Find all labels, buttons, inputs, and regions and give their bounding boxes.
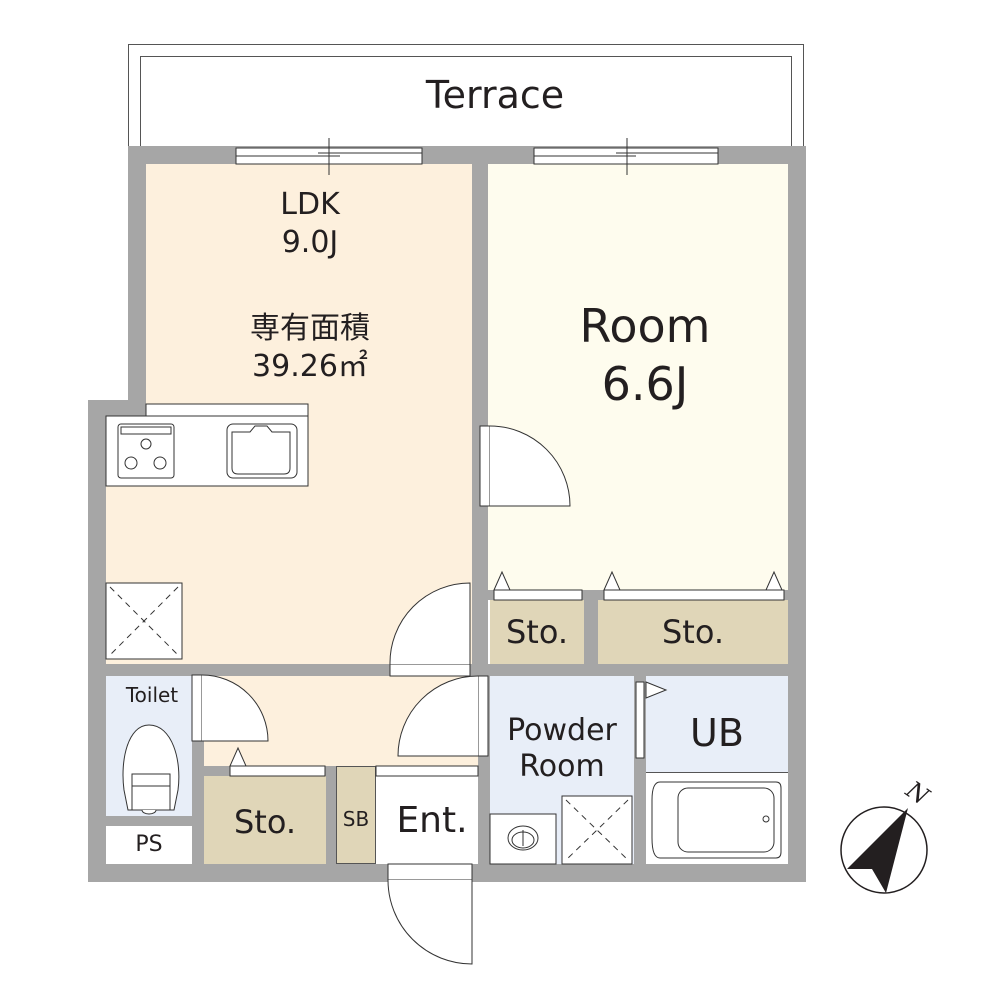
terrace-label: Terrace bbox=[425, 73, 565, 117]
door-room-icon bbox=[479, 425, 571, 507]
unit-bath-floor bbox=[646, 676, 788, 772]
window-room-icon bbox=[533, 138, 719, 175]
wall-storage-sb bbox=[326, 766, 336, 866]
storage-2-door-icon bbox=[603, 570, 785, 601]
powder-room-line2: Room bbox=[519, 749, 605, 784]
terrace-inner-outline bbox=[140, 56, 792, 154]
ldk-size: 9.0J bbox=[281, 225, 339, 260]
wall-toilet-ps bbox=[106, 816, 196, 826]
room-name: Room bbox=[579, 299, 711, 353]
front-door-icon bbox=[387, 863, 473, 965]
door-powder-icon bbox=[397, 675, 489, 757]
door-toilet-icon bbox=[191, 674, 269, 742]
ps-floor bbox=[106, 826, 192, 864]
terrace-outline bbox=[128, 44, 804, 154]
kitchen-counter-icon bbox=[105, 403, 309, 487]
door-ldk-hall-icon bbox=[389, 582, 471, 677]
ldk-area-value: 39.26㎡ bbox=[252, 349, 368, 384]
washing-machine-icon bbox=[561, 795, 633, 865]
room-floor bbox=[488, 164, 788, 590]
shoe-box-label: SB bbox=[342, 807, 370, 831]
powder-room-line1: Powder bbox=[507, 713, 617, 748]
compass-icon bbox=[840, 806, 928, 894]
wall-ldk-room bbox=[472, 146, 488, 666]
wall-left-lower bbox=[88, 400, 106, 882]
door-ub-icon bbox=[635, 681, 668, 759]
wall-storage-divider bbox=[584, 590, 598, 670]
wall-left-upper bbox=[128, 146, 146, 406]
storage-1-floor bbox=[490, 600, 584, 664]
window-ldk-icon bbox=[235, 138, 423, 175]
washbasin-icon bbox=[489, 813, 557, 865]
unit-bath-label: UB bbox=[690, 711, 744, 755]
ldk-area-label: 専有面積 bbox=[250, 311, 370, 346]
refrigerator-icon bbox=[105, 582, 183, 660]
storage-3-label: Sto. bbox=[233, 803, 297, 841]
toilet-bowl-icon bbox=[122, 724, 180, 815]
ldk-name: LDK bbox=[280, 187, 340, 222]
entrance-step-icon bbox=[375, 765, 479, 777]
shoe-box-floor bbox=[336, 766, 376, 864]
toilet-label: Toilet bbox=[125, 683, 179, 707]
storage-1-label: Sto. bbox=[505, 613, 569, 651]
bathtub-icon bbox=[651, 781, 782, 859]
storage-1-door-icon bbox=[493, 570, 583, 601]
storage-3-floor bbox=[204, 776, 326, 864]
storage-3-door-icon bbox=[229, 746, 326, 777]
wall-right bbox=[788, 146, 806, 882]
room-size: 6.6J bbox=[601, 357, 689, 411]
entrance-floor bbox=[376, 776, 488, 864]
storage-2-floor bbox=[598, 600, 788, 664]
ps-label: PS bbox=[135, 832, 163, 857]
storage-2-label: Sto. bbox=[661, 613, 725, 651]
entrance-label: Ent. bbox=[396, 800, 468, 841]
